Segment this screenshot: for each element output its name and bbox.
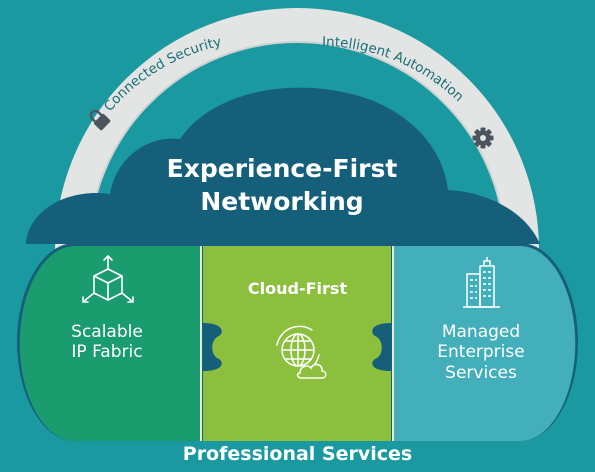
- managed-label: Managed Enterprise Services: [395, 322, 567, 383]
- gear-icon: [472, 127, 494, 149]
- professional-services-label: Professional Services: [182, 443, 413, 465]
- cloud-title: Experience-First Networking: [97, 153, 467, 218]
- arc-inner-edge: [88, 41, 506, 251]
- scalable-piece: [19, 246, 202, 441]
- managed-label-line2: Enterprise: [437, 342, 525, 363]
- managed-piece: [393, 246, 576, 441]
- scalable-label: Scalable IP Fabric: [22, 322, 192, 363]
- managed-label-line1: Managed: [441, 322, 521, 342]
- scalable-label-line2: IP Fabric: [71, 342, 143, 363]
- managed-label-line3: Services: [445, 362, 517, 383]
- building-icon: [463, 257, 500, 308]
- cloud-first-piece: [203, 246, 391, 441]
- security-automation-arc: [55, 8, 539, 251]
- globe-cloud-icon: [276, 325, 327, 379]
- puzzle-band: [17, 243, 578, 441]
- cube-arrows-icon: [82, 255, 134, 303]
- scalable-label-line1: Scalable: [71, 322, 143, 342]
- cloud-first-label: Cloud-First: [247, 279, 348, 298]
- cloud-title-line1: Experience-First: [166, 154, 398, 183]
- cloud-top: [26, 87, 540, 244]
- cloud-title-line2: Networking: [200, 186, 364, 216]
- lock-icon: [89, 109, 111, 131]
